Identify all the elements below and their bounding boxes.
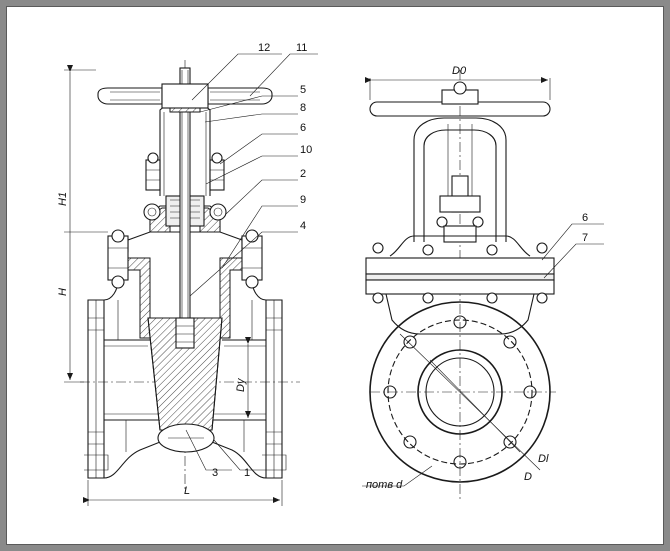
dim-h1: H1 <box>57 192 69 206</box>
dim-d: D <box>524 471 532 483</box>
dim-h: H <box>57 288 69 296</box>
left-callouts: 12 11 5 8 6 10 2 9 4 3 1 <box>212 42 312 479</box>
dim-hole: потв d <box>366 479 403 491</box>
right-end-view <box>362 70 604 500</box>
callout-6: 6 <box>300 122 306 134</box>
dim-dy: Dy <box>235 377 247 392</box>
dim-dl: Dl <box>538 453 549 465</box>
dim-l: L <box>184 485 190 497</box>
callout-3: 3 <box>212 467 218 479</box>
callout-7-right: 7 <box>582 232 588 244</box>
callout-9: 9 <box>300 194 306 206</box>
left-section-view <box>64 53 318 506</box>
callout-12: 12 <box>258 42 270 54</box>
callout-11: 11 <box>296 42 307 54</box>
callout-5: 5 <box>300 84 306 96</box>
dim-d0: D0 <box>452 65 467 77</box>
callout-10: 10 <box>300 144 312 156</box>
right-dimensions: D0 Dl D потв d <box>366 65 549 491</box>
left-dimensions: H1 H Dy L <box>57 192 247 497</box>
callout-4: 4 <box>300 220 306 232</box>
right-callouts: 6 7 <box>582 212 588 244</box>
callout-6-right: 6 <box>582 212 588 224</box>
callout-2: 2 <box>300 168 306 180</box>
callout-1: 1 <box>244 467 250 479</box>
callout-8: 8 <box>300 102 306 114</box>
